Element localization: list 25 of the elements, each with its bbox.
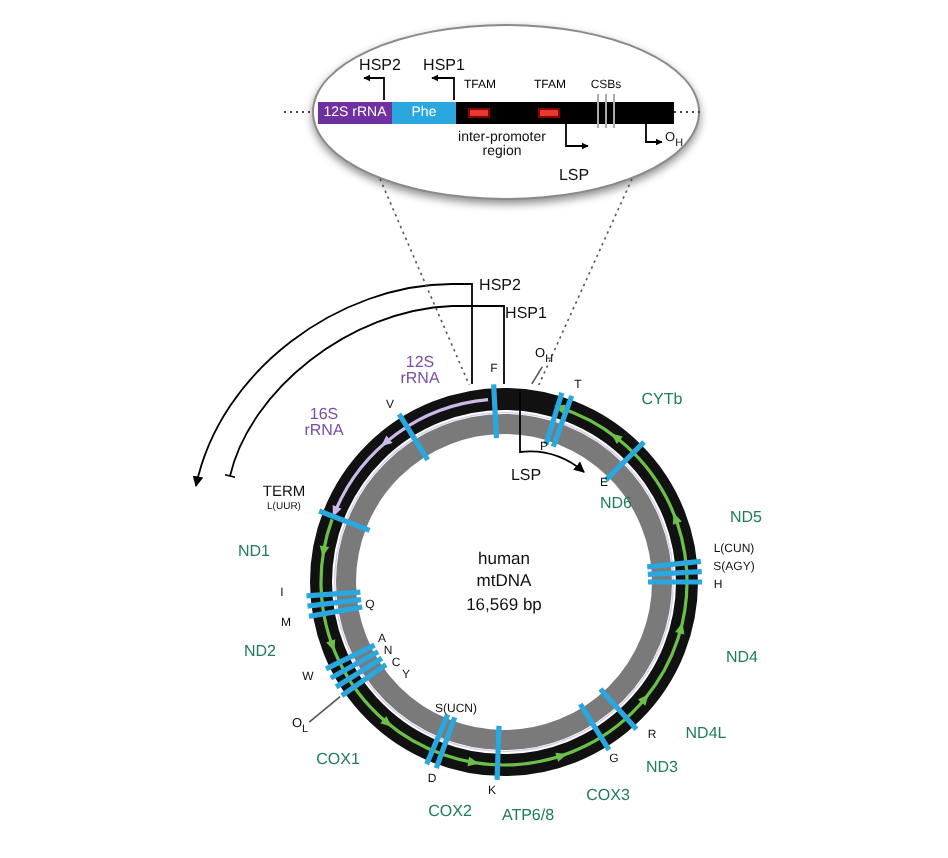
gene-label: ND4L <box>685 725 727 743</box>
gene-label: 16S rRNA <box>302 407 346 441</box>
gene-label: COX3 <box>586 787 630 805</box>
leader-line <box>531 366 544 385</box>
promoter-label: HSP2 <box>479 277 521 295</box>
gene-label: COX2 <box>428 803 472 821</box>
gene-label: ND1 <box>238 543 270 561</box>
genome-label: human mtDNA 16,569 bp <box>464 547 544 617</box>
zoom-line <box>537 178 633 386</box>
gene-label: ND5 <box>730 509 762 527</box>
gene-label: ND2 <box>244 643 276 661</box>
gene-label: ATP6/8 <box>501 807 555 825</box>
promoter-label: HSP2 <box>359 57 401 75</box>
gene-label: ND4 <box>726 649 758 667</box>
gene-label: COX1 <box>316 751 360 769</box>
leader-line <box>308 695 341 723</box>
promoter-label: LSP <box>558 167 590 185</box>
promoter-label: HSP1 <box>423 57 465 75</box>
gene-label: 12S rRNA <box>398 355 442 389</box>
zoom-line <box>379 178 471 386</box>
gene-label: ND3 <box>646 759 678 777</box>
promoter-label: HSP1 <box>505 305 547 323</box>
gene-label: CYTb <box>641 391 683 409</box>
gene-label: ND6 <box>600 495 632 513</box>
promoter-label: LSP <box>510 467 542 485</box>
